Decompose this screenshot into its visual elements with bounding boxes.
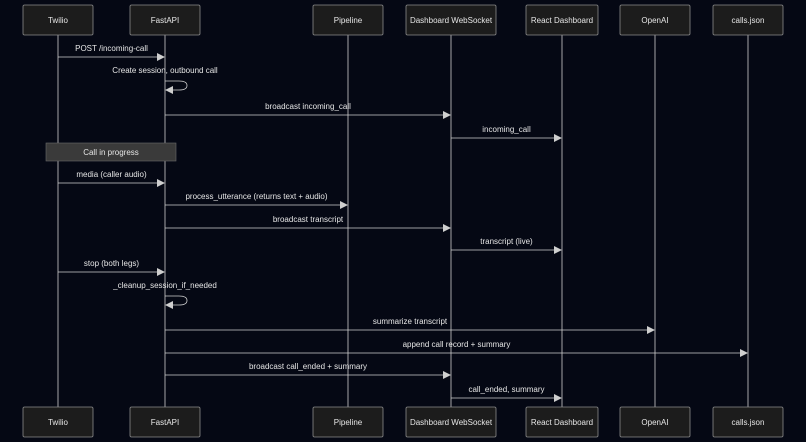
actor-rect <box>525 406 599 438</box>
message-label: _cleanup_session_if_needed <box>112 281 217 290</box>
actor-label-dashboard_ws: Dashboard WebSocket <box>410 418 493 427</box>
actor-rect <box>129 406 201 438</box>
message-3: incoming_call <box>451 125 562 142</box>
message-label: broadcast call_ended + summary <box>249 362 367 371</box>
actor-rect <box>22 4 94 36</box>
actor-label-fastapi: FastAPI <box>151 418 179 427</box>
message-14: call_ended, summary <box>451 385 562 402</box>
note-call-in-progress: Call in progress <box>45 142 177 162</box>
actor-box-dashboard_ws-top: Dashboard WebSocket <box>405 4 497 36</box>
message-10: _cleanup_session_if_needed <box>112 281 217 309</box>
actor-box-react_dashboard-bottom: React Dashboard <box>525 406 599 438</box>
actor-rect <box>619 4 691 36</box>
message-13: broadcast call_ended + summary <box>165 362 451 379</box>
actor-box-openai-top: OpenAI <box>619 4 691 36</box>
message-label: process_utterance (returns text + audio) <box>185 192 327 201</box>
message-label: call_ended, summary <box>468 385 544 394</box>
message-label: transcript (live) <box>480 237 533 246</box>
note-label: Call in progress <box>83 148 139 157</box>
note-rect <box>45 142 177 162</box>
actor-rect <box>129 4 201 36</box>
actor-rect <box>405 4 497 36</box>
actor-label-pipeline: Pipeline <box>334 418 363 427</box>
self-message-arrow <box>165 80 188 94</box>
message-label: POST /incoming-call <box>75 44 148 53</box>
actor-box-twilio-bottom: Twilio <box>22 406 94 438</box>
actor-label-calls_json: calls.json <box>732 16 765 25</box>
message-label: media (caller audio) <box>76 170 147 179</box>
actor-box-fastapi-top: FastAPI <box>129 4 201 36</box>
actor-rect <box>22 406 94 438</box>
message-8: transcript (live) <box>451 237 562 254</box>
message-label: Create session, outbound call <box>112 66 218 75</box>
actor-box-dashboard_ws-bottom: Dashboard WebSocket <box>405 406 497 438</box>
actor-box-pipeline-top: Pipeline <box>312 4 384 36</box>
actor-label-twilio: Twilio <box>48 418 69 427</box>
message-label: summarize transcript <box>373 317 448 326</box>
actor-label-dashboard_ws: Dashboard WebSocket <box>410 16 493 25</box>
actor-label-calls_json: calls.json <box>732 418 765 427</box>
actor-rect <box>405 406 497 438</box>
actor-label-react_dashboard: React Dashboard <box>531 16 593 25</box>
actor-box-pipeline-bottom: Pipeline <box>312 406 384 438</box>
actor-box-calls_json-top: calls.json <box>712 4 784 36</box>
actor-label-fastapi: FastAPI <box>151 16 179 25</box>
actor-label-react_dashboard: React Dashboard <box>531 418 593 427</box>
message-6: process_utterance (returns text + audio) <box>165 192 348 209</box>
message-1: Create session, outbound call <box>112 66 218 94</box>
actor-rect <box>619 406 691 438</box>
message-12: append call record + summary <box>165 340 748 357</box>
message-label: stop (both legs) <box>84 259 139 268</box>
actor-label-twilio: Twilio <box>48 16 69 25</box>
message-7: broadcast transcript <box>165 215 451 232</box>
message-label: append call record + summary <box>403 340 511 349</box>
actor-box-fastapi-bottom: FastAPI <box>129 406 201 438</box>
actor-rect <box>712 406 784 438</box>
message-5: media (caller audio) <box>58 170 165 187</box>
actor-label-openai: OpenAI <box>641 418 668 427</box>
actor-label-openai: OpenAI <box>641 16 668 25</box>
message-label: incoming_call <box>482 125 531 134</box>
actor-box-calls_json-bottom: calls.json <box>712 406 784 438</box>
actor-rect <box>312 4 384 36</box>
message-label: broadcast incoming_call <box>265 102 351 111</box>
message-2: broadcast incoming_call <box>165 102 451 119</box>
message-0: POST /incoming-call <box>58 44 165 61</box>
actor-rect <box>312 406 384 438</box>
actor-rect <box>712 4 784 36</box>
self-message-arrow <box>165 295 188 309</box>
actor-rect <box>525 4 599 36</box>
actor-box-twilio-top: Twilio <box>22 4 94 36</box>
actor-box-react_dashboard-top: React Dashboard <box>525 4 599 36</box>
message-9: stop (both legs) <box>58 259 165 276</box>
actor-label-pipeline: Pipeline <box>334 16 363 25</box>
message-label: broadcast transcript <box>273 215 344 224</box>
message-11: summarize transcript <box>165 317 655 334</box>
actor-box-openai-bottom: OpenAI <box>619 406 691 438</box>
